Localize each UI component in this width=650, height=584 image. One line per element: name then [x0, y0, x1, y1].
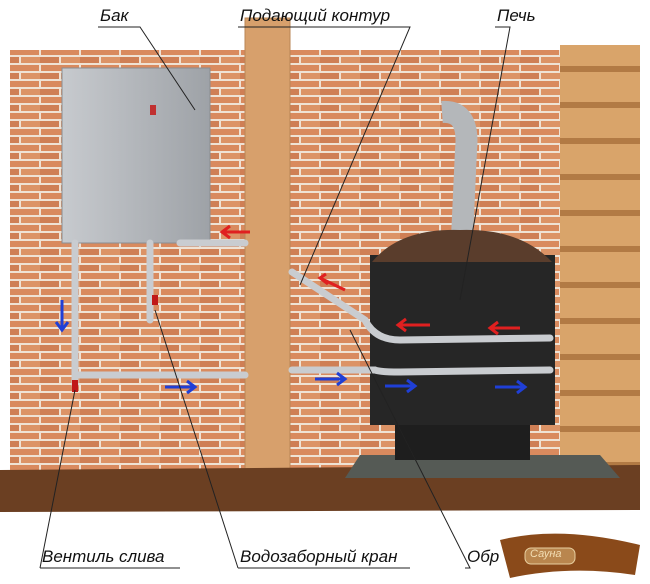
logo — [500, 533, 640, 578]
drain-valve-handle — [72, 380, 78, 392]
stove-stones — [372, 229, 552, 262]
label-stove: Печь — [497, 6, 536, 25]
label-drain-valve: Вентиль слива — [42, 547, 165, 566]
label-return-circuit: Обр — [467, 547, 500, 566]
tank — [61, 67, 211, 244]
tap-handle — [152, 295, 158, 305]
logo-text: Сауна — [530, 548, 562, 560]
pipes — [71, 239, 554, 389]
water-tank — [61, 67, 211, 244]
log-wall — [560, 45, 640, 470]
label-tank: Бак — [100, 6, 129, 25]
label-supply-circuit: Подающий контур — [240, 6, 391, 25]
leader-lines — [39, 26, 511, 569]
stove-floor-plate — [345, 455, 620, 478]
flow-arrows — [54, 224, 528, 395]
chimney — [441, 100, 478, 239]
label-water-tap: Водозаборный кран — [240, 547, 398, 566]
valves — [72, 295, 158, 392]
wooden-pillar — [244, 17, 291, 479]
tank-logo — [150, 105, 156, 115]
